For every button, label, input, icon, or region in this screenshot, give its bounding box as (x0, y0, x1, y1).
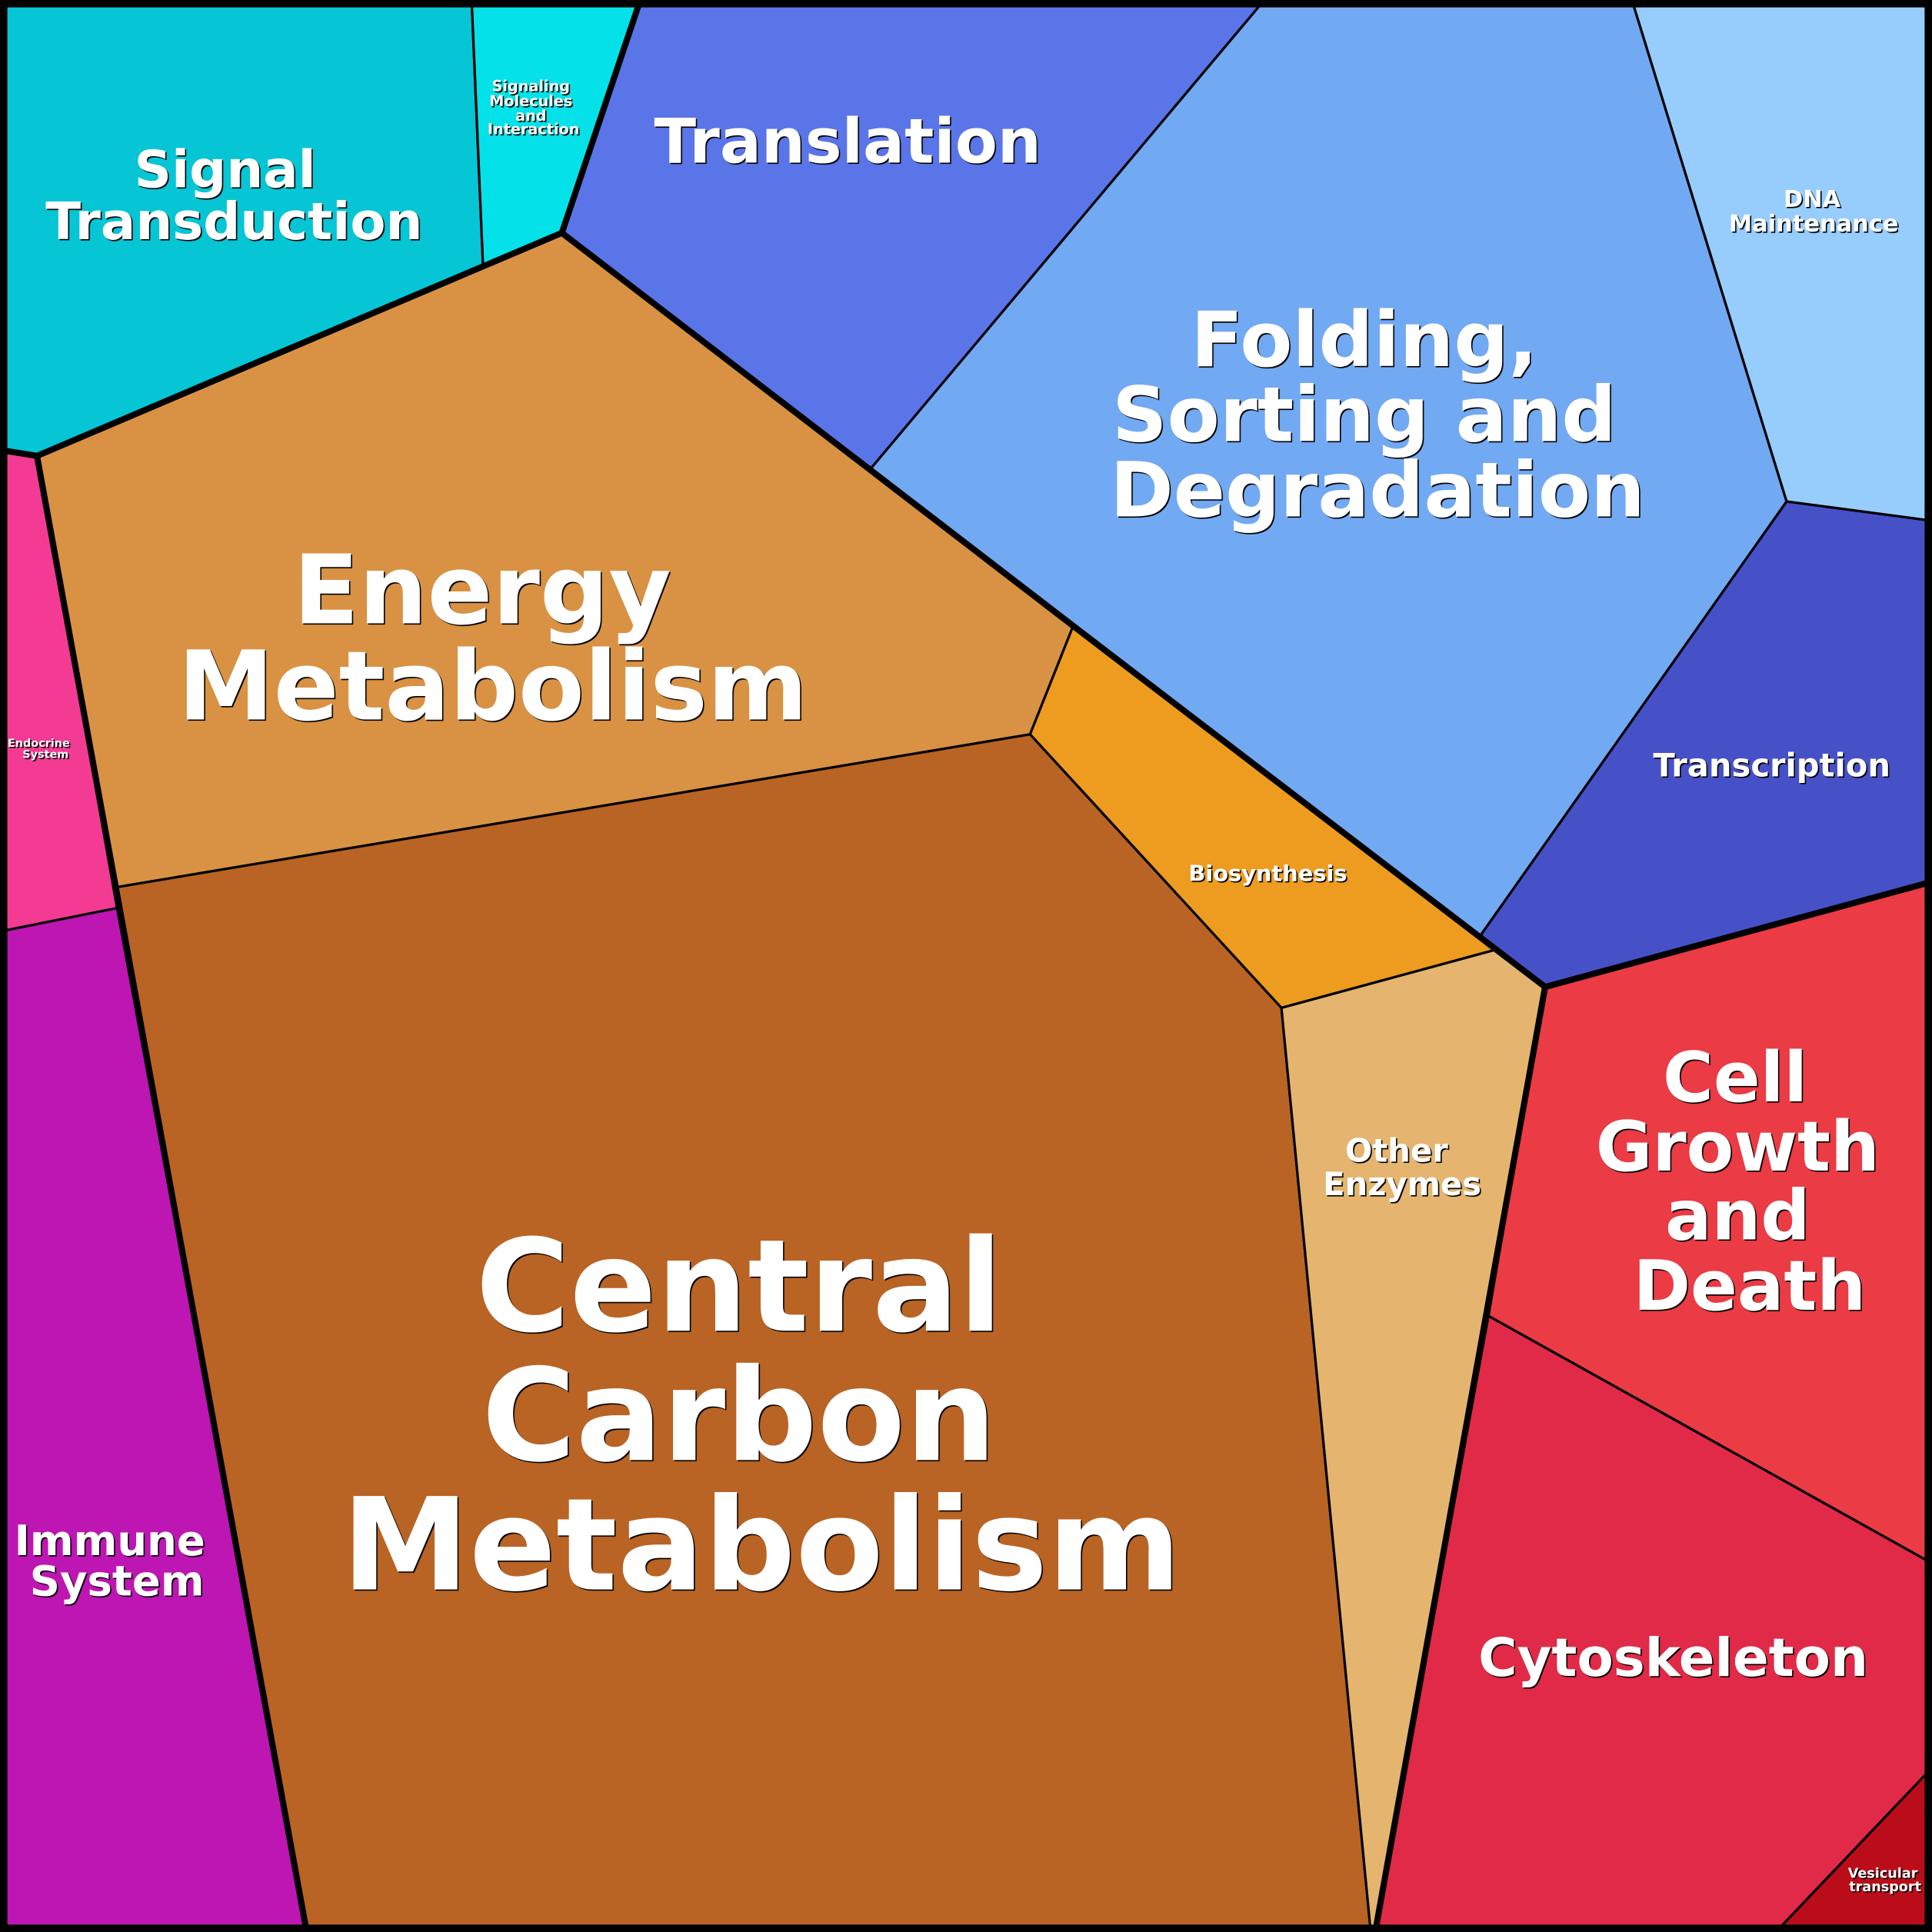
label-central-carbon: Central Carbon Metabolism (341, 1212, 1181, 1620)
label-dna-maintenance: DNA Maintenance (1729, 186, 1899, 238)
label-other-enzymes: Other Enzymes (1323, 1132, 1481, 1203)
label-folding: Folding, Sorting and Degradation (1110, 296, 1644, 535)
label-energy-metabolism: Energy Metabolism (178, 535, 808, 743)
label-endocrine-system: Endocrine System (8, 738, 74, 761)
label-cell-growth: Cell Growth and Death (1596, 1038, 1904, 1327)
label-transcription: Transcription (1653, 746, 1890, 784)
label-biosynthesis: Biosynthesis (1188, 860, 1347, 886)
label-cytoskeleton: Cytoskeleton (1478, 1627, 1868, 1689)
label-translation: Translation (655, 105, 1041, 177)
label-vesicular-transport: Vesicular transport (1848, 1867, 1923, 1896)
label-signaling-molecules: Signaling Molecules and Interaction (488, 78, 580, 138)
label-immune-system: Immune System (15, 1516, 220, 1606)
label-signal-transduction: Signal Transduction (45, 140, 422, 251)
